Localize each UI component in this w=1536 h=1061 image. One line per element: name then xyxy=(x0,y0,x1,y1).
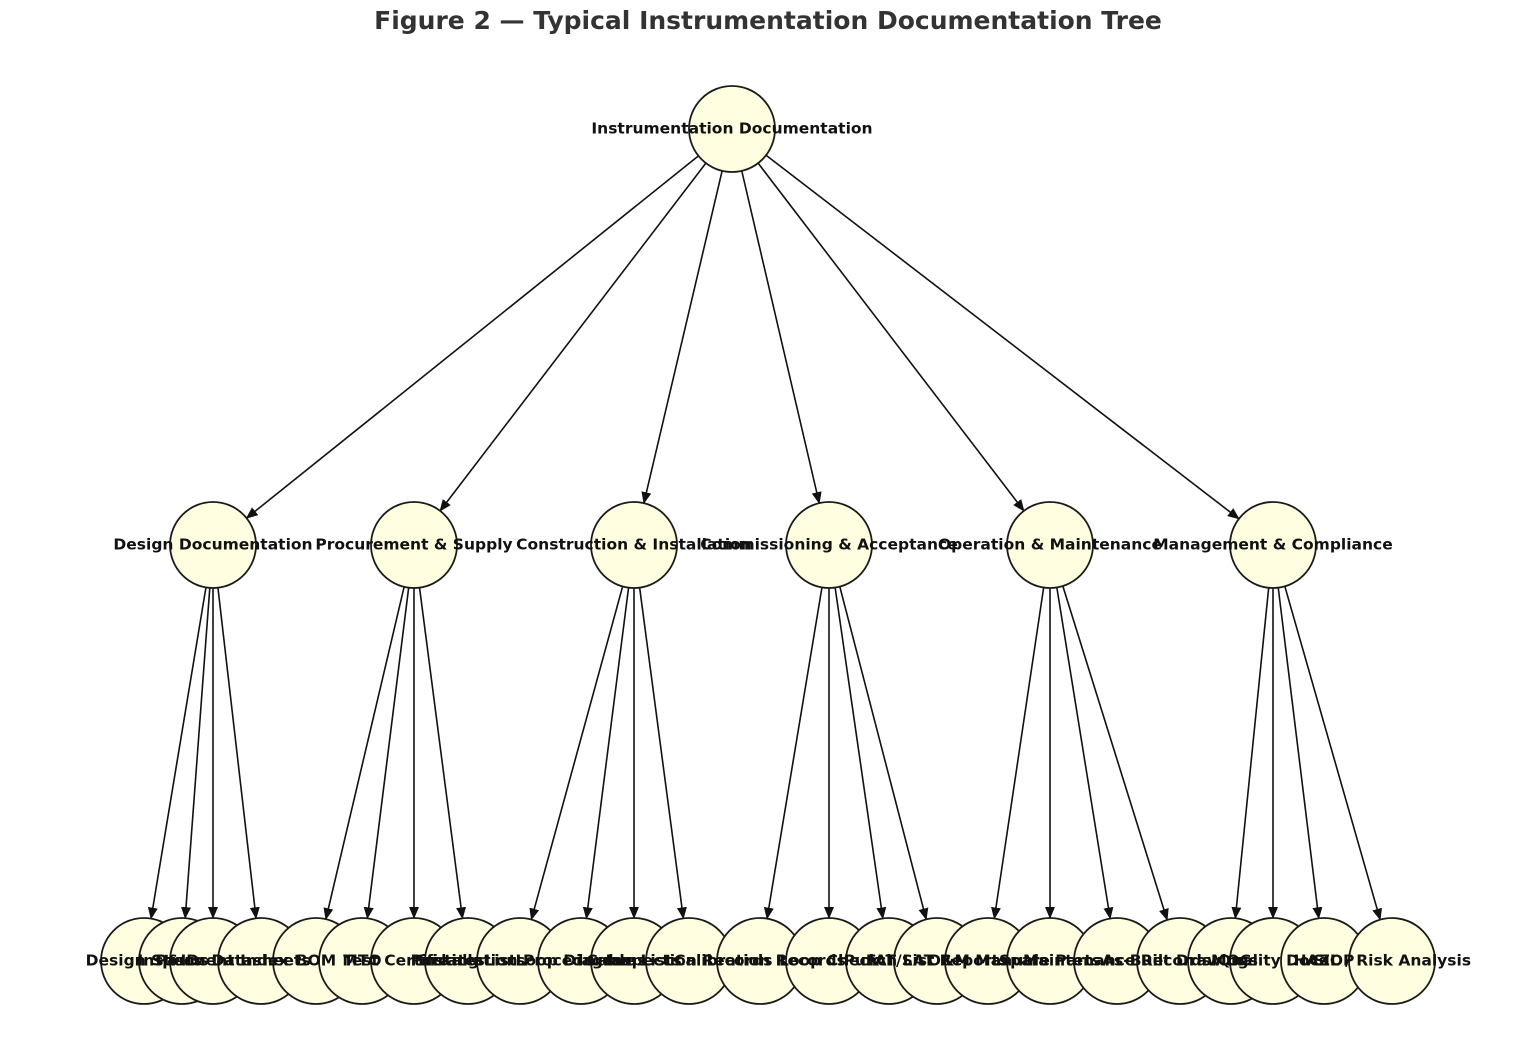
edge-arrow-construction-and-installation-to-inspection-records xyxy=(638,587,687,920)
leaf-label-inspection-records: Inspection Records xyxy=(606,952,773,970)
leaf-label-hazop: HAZOP xyxy=(1294,952,1355,970)
edge-arrow-management-and-compliance-to-sil-risk-analysis xyxy=(1284,586,1382,921)
category-node-construction-and-installation xyxy=(590,501,678,589)
edge-arrow-management-and-compliance-to-hazop xyxy=(1277,587,1323,920)
edge-arrow-operation-and-maintenance-to-as-built-drawings xyxy=(1062,585,1169,921)
edge-arrow-instrumentation-documentation-to-design-documentation xyxy=(245,155,699,519)
leaf-label-loop-check: Loop Check xyxy=(779,952,880,970)
category-label-commissioning-and-acceptance: Commissioning & Acceptance xyxy=(700,536,957,554)
leaf-label-quality-docs: Quality Docs xyxy=(1218,952,1328,970)
leaf-label-oandm-manuals: O&M Manuals xyxy=(928,952,1048,970)
leaf-label-test-certificates: Test Certificates xyxy=(343,952,485,970)
leaf-label-bom: BOM xyxy=(296,952,336,970)
edge-arrow-instrumentation-documentation-to-operation-and-maintenance xyxy=(757,162,1025,512)
leaf-label-datasheets: Datasheets xyxy=(211,952,310,970)
category-label-management-and-compliance: Management & Compliance xyxy=(1153,536,1393,554)
category-label-procurement-and-supply: Procurement & Supply xyxy=(315,536,512,554)
category-label-design-documentation: Design Documentation xyxy=(113,536,312,554)
edge-arrow-commissioning-and-acceptance-to-fat-sat-reports xyxy=(839,586,929,921)
edge-arrow-design-documentation-to-pandids xyxy=(181,587,211,920)
edge-arrow-procurement-and-supply-to-mto xyxy=(363,587,410,920)
edge-arrow-instrumentation-documentation-to-commissioning-and-acceptance xyxy=(740,170,822,505)
edge-arrow-design-documentation-to-design-specs xyxy=(147,587,207,920)
leaf-label-pandids: P&IDs xyxy=(156,952,209,970)
leaf-label-packing-lists: Packing Lists xyxy=(411,952,526,970)
edge-arrow-instrumentation-documentation-to-management-and-compliance xyxy=(765,154,1240,520)
leaf-label-sil-risk-analysis: SIL / Risk Analysis xyxy=(1313,952,1471,970)
category-node-commissioning-and-acceptance xyxy=(785,501,873,589)
edge-arrow-operation-and-maintenance-to-maintenance-records xyxy=(1056,587,1114,920)
leaf-label-moc: MOC xyxy=(1211,952,1251,970)
leaf-label-design-specs: Design Specs xyxy=(86,952,203,970)
edges-layer xyxy=(147,154,1382,921)
category-node-procurement-and-supply xyxy=(370,501,458,589)
root-label-instrumentation-documentation: Instrumentation Documentation xyxy=(591,120,872,138)
edge-arrow-instrumentation-documentation-to-procurement-and-supply xyxy=(439,162,707,512)
leaf-label-as-built-drawings: As-Built Drawings xyxy=(1102,952,1258,970)
edge-arrow-management-and-compliance-to-moc xyxy=(1231,587,1270,920)
leaf-label-loop-diagrams: Loop Diagrams xyxy=(516,952,647,970)
leaf-label-cable-lists: Cable Lists xyxy=(586,952,681,970)
edge-arrow-commissioning-and-acceptance-to-calibration-records xyxy=(763,587,823,920)
category-node-design-documentation xyxy=(169,501,257,589)
figure-title: Figure 2 — Typical Instrumentation Docum… xyxy=(374,6,1162,35)
edge-arrow-operation-and-maintenance-to-oandm-manuals xyxy=(991,587,1045,920)
category-label-construction-and-installation: Construction & Installation xyxy=(516,536,752,554)
edge-arrow-commissioning-and-acceptance-to-punch-list xyxy=(834,587,887,920)
leaf-label-spare-parts: Spare Parts xyxy=(999,952,1101,970)
leaf-label-punch-list: Punch List xyxy=(844,952,935,970)
edge-arrow-instrumentation-documentation-to-construction-and-installation xyxy=(641,170,723,505)
category-node-operation-and-maintenance xyxy=(1006,501,1094,589)
edge-arrow-procurement-and-supply-to-bom xyxy=(323,586,405,921)
leaf-node-sil-risk-analysis xyxy=(1348,917,1436,1005)
leaf-label-fat-sat-reports: FAT/SAT Reports xyxy=(866,952,1008,970)
edge-arrow-construction-and-installation-to-installation-procedures xyxy=(529,586,624,921)
leaf-label-calibration-records: Calibration Records xyxy=(674,952,846,970)
leaf-label-instrument-index: Instrument Index xyxy=(137,952,288,970)
node-circles xyxy=(100,85,1436,1005)
root-node-instrumentation-documentation xyxy=(688,85,776,173)
edge-arrow-design-documentation-to-datasheets xyxy=(217,587,260,920)
edge-arrow-construction-and-installation-to-loop-diagrams xyxy=(582,587,630,920)
leaf-label-maintenance-records: Maintenance Records xyxy=(1023,952,1211,970)
category-node-management-and-compliance xyxy=(1229,501,1317,589)
leaf-label-installation-procedures: Installation Procedures xyxy=(418,952,622,970)
category-label-operation-and-maintenance: Operation & Maintenance xyxy=(938,536,1162,554)
leaf-label-mto: MTO xyxy=(342,952,381,970)
edge-arrow-procurement-and-supply-to-packing-lists xyxy=(418,587,467,920)
